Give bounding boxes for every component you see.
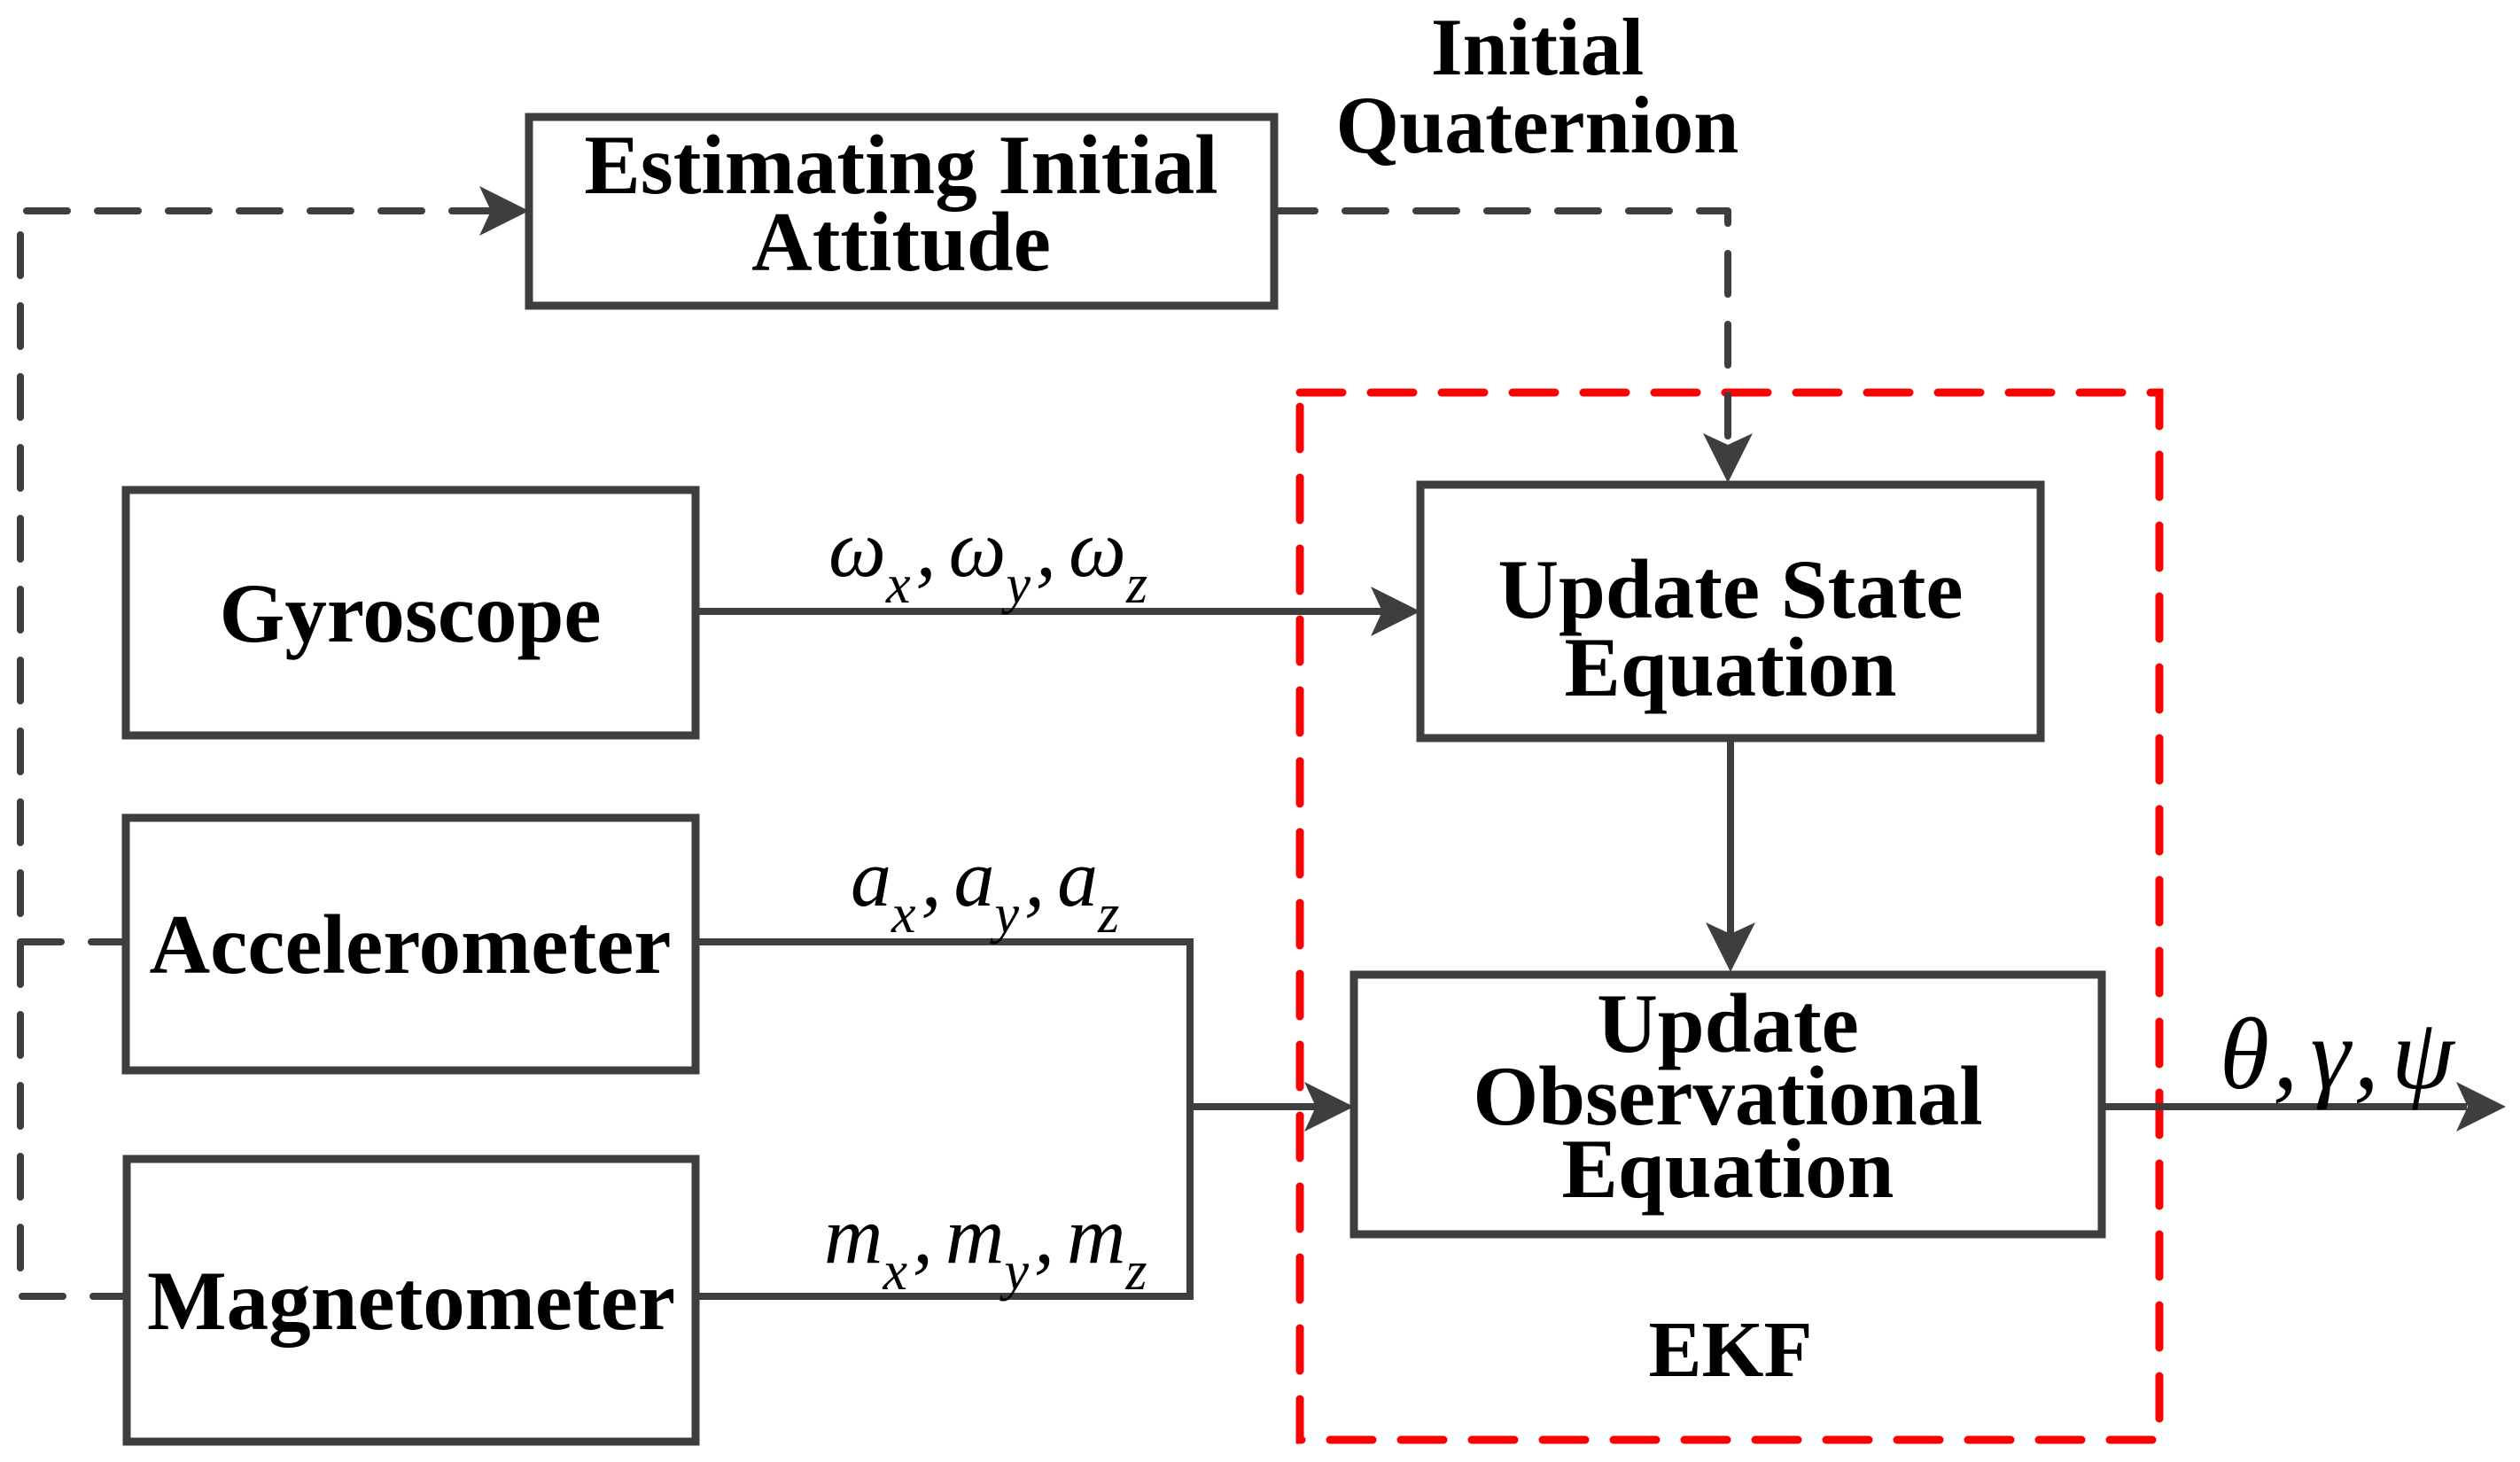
- arrowhead-output-icon: [2456, 1082, 2506, 1131]
- magnetometer-label: Magnetometer: [147, 1254, 675, 1348]
- arrowhead-into-update-observational-icon: [1706, 922, 1755, 972]
- update-observational-equation-block: [1349, 970, 2106, 1239]
- gyroscope-block: [121, 486, 700, 740]
- gyroscope-label: Gyroscope: [220, 566, 602, 660]
- update-observational-label-line1: Update: [1597, 976, 1859, 1070]
- accelerometer-block: [121, 813, 700, 1075]
- initial-quaternion-annotation-line1: Initial: [1431, 2, 1644, 92]
- initial-quaternion-dashed-wire: [1271, 207, 1731, 445]
- update-observational-label-line2: Observational: [1473, 1049, 1982, 1143]
- arrowhead-into-estimating-icon: [479, 186, 529, 236]
- arrowhead-into-observational-left-icon: [1304, 1082, 1354, 1131]
- estimating-initial-attitude-label-line2: Attitude: [751, 195, 1051, 289]
- euler-output-label: θ,γ,ψ: [2220, 998, 2456, 1110]
- sensor-to-initial-attitude-dashed-wire: [17, 207, 496, 1300]
- update-state-label-line2: Equation: [1565, 620, 1897, 714]
- accelerometer-label: Accelerometer: [150, 898, 672, 992]
- estimating-initial-attitude-block: [525, 113, 1279, 310]
- initial-quaternion-annotation-line2: Quaternion: [1336, 80, 1739, 170]
- mag-signal-label: mx,my,mz: [824, 1190, 1147, 1302]
- estimating-initial-attitude-label-line1: Estimating Initial: [584, 118, 1217, 212]
- magnetometer-block: [122, 1155, 700, 1446]
- ekf-label: EKF: [1648, 1306, 1812, 1394]
- update-observational-label-line3: Equation: [1562, 1122, 1894, 1216]
- accel-mag-merge-wire: [696, 938, 1194, 1300]
- update-state-equation-block: [1416, 480, 2045, 743]
- gyro-signal-label: ωx,ωy,ωz: [828, 503, 1147, 615]
- arrowhead-into-update-state-top-icon: [1703, 433, 1753, 483]
- update-state-label-line1: Update State: [1497, 542, 1963, 636]
- accel-signal-label: ax,ay,az: [851, 833, 1119, 945]
- arrowhead-into-update-state-icon: [1371, 587, 1420, 636]
